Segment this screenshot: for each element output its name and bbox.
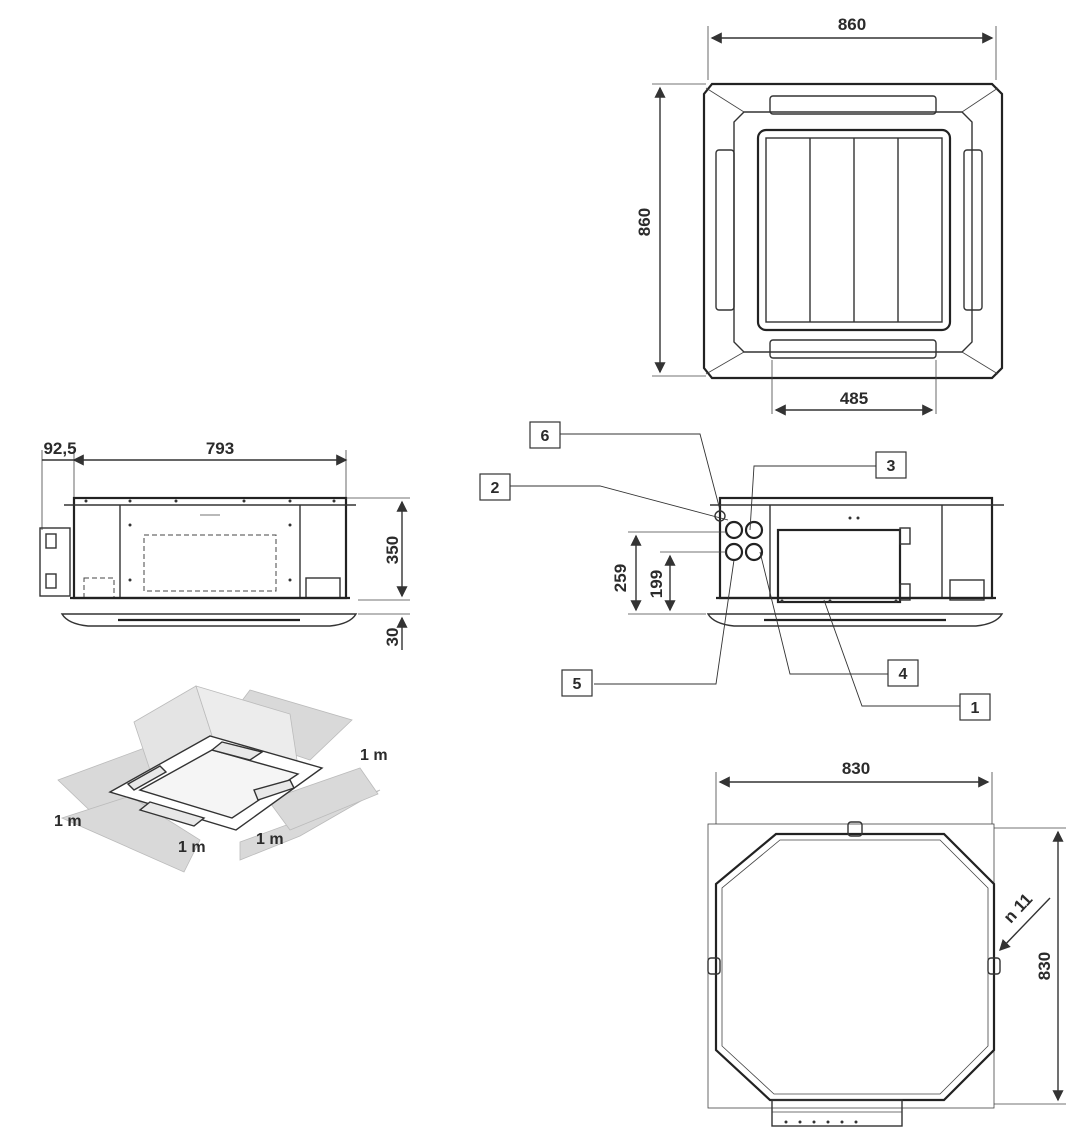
svg-text:1: 1 bbox=[971, 700, 980, 717]
grille-dimension: 485 bbox=[840, 389, 868, 408]
offset-dimension: 92,5 bbox=[43, 439, 76, 458]
mount-width-dimension: 830 bbox=[842, 759, 870, 778]
callout-2: 2 bbox=[479, 473, 511, 501]
mount-view: 830 830 n 11 bbox=[707, 759, 1066, 1127]
front-width-dimension: 793 bbox=[206, 439, 234, 458]
front-view: 92,5 793 350 30 bbox=[39, 439, 410, 650]
svg-text:6: 6 bbox=[541, 428, 550, 445]
svg-text:2: 2 bbox=[491, 480, 500, 497]
clearance-bottom-right: 1 m bbox=[256, 831, 284, 848]
clearance-bottom-left: 1 m bbox=[178, 839, 206, 856]
top-view: 860 860 485 bbox=[635, 15, 1004, 416]
svg-text:5: 5 bbox=[573, 676, 582, 693]
svg-text:3: 3 bbox=[887, 458, 896, 475]
panel-dimension: 30 bbox=[383, 628, 402, 647]
hole-dimension: n 11 bbox=[1000, 890, 1036, 927]
top-height-dimension: 860 bbox=[635, 208, 654, 236]
callout-6: 6 bbox=[529, 421, 561, 449]
top-width-dimension: 860 bbox=[838, 15, 866, 34]
callout-5: 5 bbox=[561, 669, 593, 697]
callout-4: 4 bbox=[887, 659, 919, 687]
front-height-dimension: 350 bbox=[383, 536, 402, 564]
callout-1: 1 bbox=[959, 693, 991, 721]
svg-text:4: 4 bbox=[899, 666, 908, 683]
side-view: 259 199 6 2 3 4 5 1 bbox=[479, 421, 1004, 721]
mount-height-dimension: 830 bbox=[1035, 952, 1054, 980]
clearance-right: 1 m bbox=[360, 747, 388, 764]
side-height-259: 259 bbox=[611, 564, 630, 592]
callout-3: 3 bbox=[875, 451, 907, 479]
side-height-199: 199 bbox=[647, 570, 666, 598]
clearance-left: 1 m bbox=[54, 813, 82, 830]
clearance-view: 1 m 1 m 1 m 1 m bbox=[54, 685, 388, 873]
